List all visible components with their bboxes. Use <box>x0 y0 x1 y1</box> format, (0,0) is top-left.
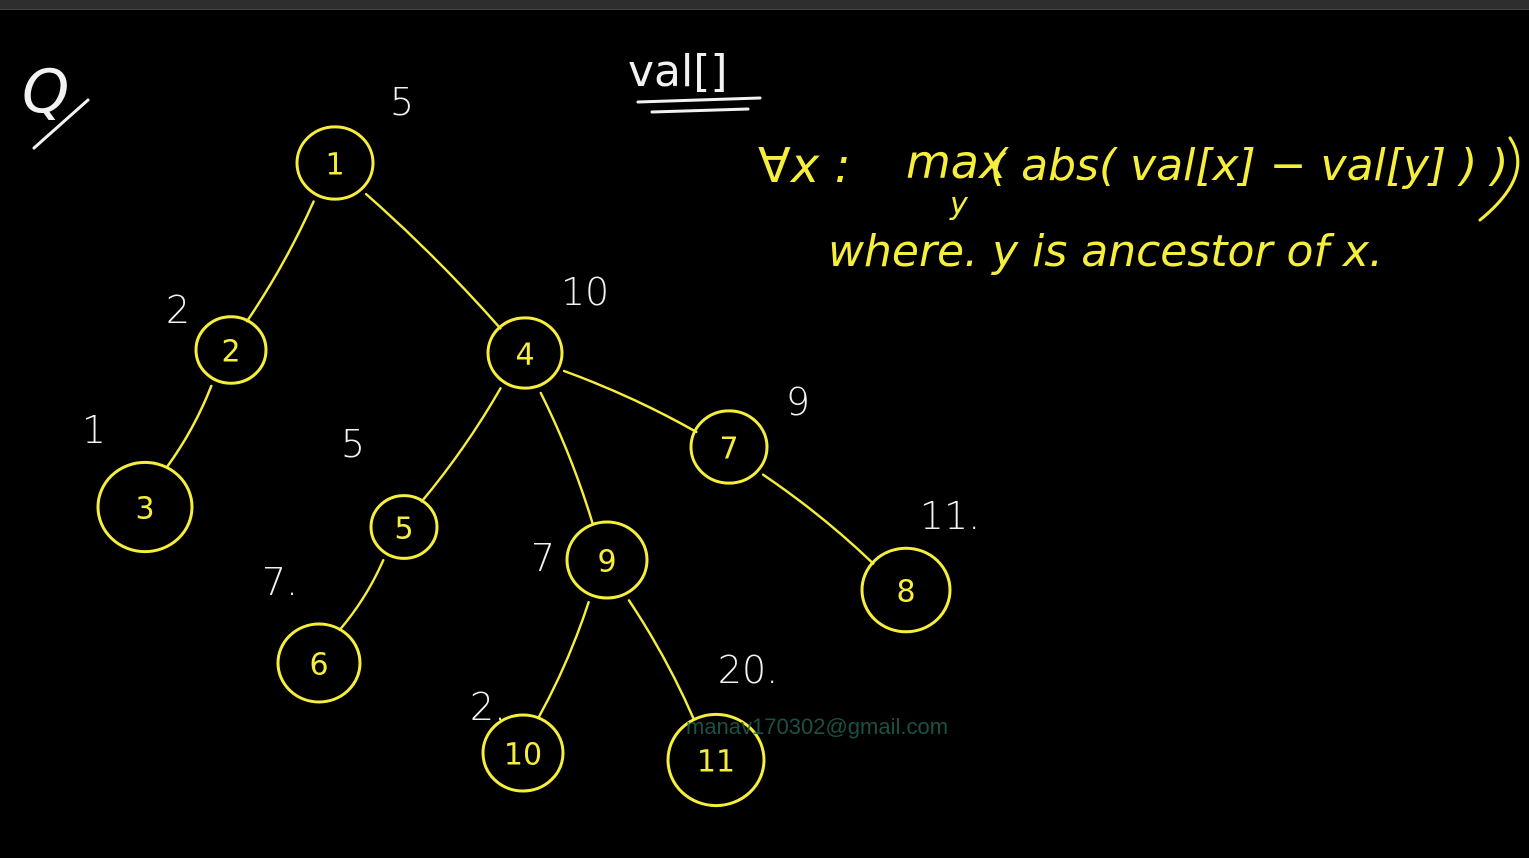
formula-closing-paren <box>1478 136 1520 222</box>
window-top-bar <box>0 0 1529 10</box>
tree-node-5-label: 5 <box>394 512 413 547</box>
tree-node-2-circle <box>194 315 268 385</box>
tree-edge-9-10 <box>537 601 590 720</box>
tree-node-6-value: 7. <box>262 560 298 604</box>
formula-expression: ( abs( val[x] − val[y] ) ) <box>990 140 1508 191</box>
tree-node-7-label: 7 <box>719 432 738 467</box>
node-values: 5 2 1 10 5 7. 9 11. 7 2. 20. <box>82 80 980 729</box>
tree-edge-4-7 <box>562 369 698 434</box>
tree-node-10-value: 2. <box>470 685 506 729</box>
tree-node-4-label: 4 <box>515 338 534 373</box>
tree-node-3-circle <box>96 460 194 554</box>
tree-node-2-value: 2 <box>166 288 190 332</box>
tree-node-5-circle <box>369 494 439 560</box>
tree-edge-1-2 <box>245 200 315 323</box>
tree-node-11-circle <box>666 712 766 808</box>
tree-node-9-value: 7 <box>531 536 555 580</box>
tree-edge-9-11 <box>627 599 696 721</box>
tree-node-3-label: 3 <box>135 492 154 527</box>
tree-node-8-value: 11. <box>920 494 980 538</box>
watermark-email: manav170302@gmail.com <box>686 714 949 739</box>
tree-node-10-label: 10 <box>504 738 542 773</box>
tree-node-6-label: 6 <box>309 648 328 683</box>
formula-condition: where. y is ancestor of x. <box>828 226 1383 277</box>
array-label-underline-2 <box>650 107 750 114</box>
tree-node-7-value: 9 <box>786 380 810 424</box>
question-marker: Q <box>22 57 69 127</box>
tree-edge-4-9 <box>539 391 595 526</box>
tree-node-1-circle <box>295 125 375 201</box>
tree-edge-7-8 <box>762 473 875 565</box>
question-marker-slash <box>32 98 90 150</box>
tree-node-6-circle <box>276 622 362 704</box>
tree-node-8-label: 8 <box>896 575 915 610</box>
tree-node-4-value: 10 <box>561 270 609 314</box>
tree-node-3-value: 1 <box>82 408 106 452</box>
tree-node-9-circle <box>565 520 649 600</box>
tree-nodes: 1 2 3 4 5 6 7 8 9 10 11 <box>96 125 952 808</box>
array-label-underline-1 <box>636 96 762 104</box>
tree-edge-1-4 <box>364 192 502 330</box>
tree-node-9-label: 9 <box>597 545 616 580</box>
array-label: val[] <box>628 46 728 97</box>
tree-node-11-value: 20. <box>718 648 778 692</box>
formula-max: max <box>906 135 1007 189</box>
tree-node-4-circle <box>486 316 564 390</box>
tree-node-1-value: 5 <box>390 80 414 124</box>
tree-node-7-circle <box>689 409 769 485</box>
tree-edge-5-6 <box>338 558 385 632</box>
tree-node-2-label: 2 <box>221 335 240 370</box>
tree-node-1-label: 1 <box>325 148 344 183</box>
tree-node-5-value: 5 <box>341 422 365 466</box>
formula-max-subscript: y <box>949 187 969 222</box>
tree-edge-2-3 <box>165 384 213 469</box>
formula-prefix: ∀x : <box>758 138 851 194</box>
tree-edge-4-5 <box>420 387 502 503</box>
tree-node-8-circle <box>860 546 952 634</box>
tree-node-10-circle <box>481 713 565 793</box>
tree-edges <box>165 192 875 721</box>
tree-node-11-label: 11 <box>697 745 735 780</box>
